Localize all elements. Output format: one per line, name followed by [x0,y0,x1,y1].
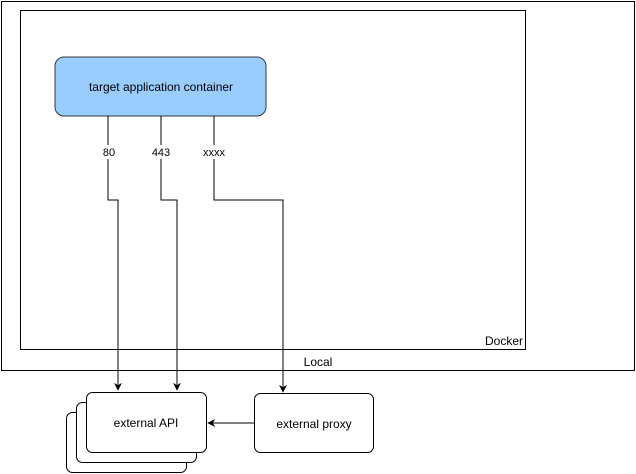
port-xxxx-label-bg [200,145,228,159]
port-80-label: 80 [103,147,115,159]
docker-label: Docker [485,334,523,348]
external-api-label: external API [114,416,179,430]
port-80-label-bg [99,145,119,159]
port-xxxx-label: xxxx [203,147,226,159]
port-443-label-bg [149,145,173,159]
external-api-box[interactable] [86,392,207,453]
local-label: Local [304,355,333,369]
external-proxy-box[interactable] [254,393,374,453]
container-label: target application container [89,80,233,94]
port-443-label: 443 [152,147,170,159]
external-proxy-label: external proxy [276,417,351,431]
